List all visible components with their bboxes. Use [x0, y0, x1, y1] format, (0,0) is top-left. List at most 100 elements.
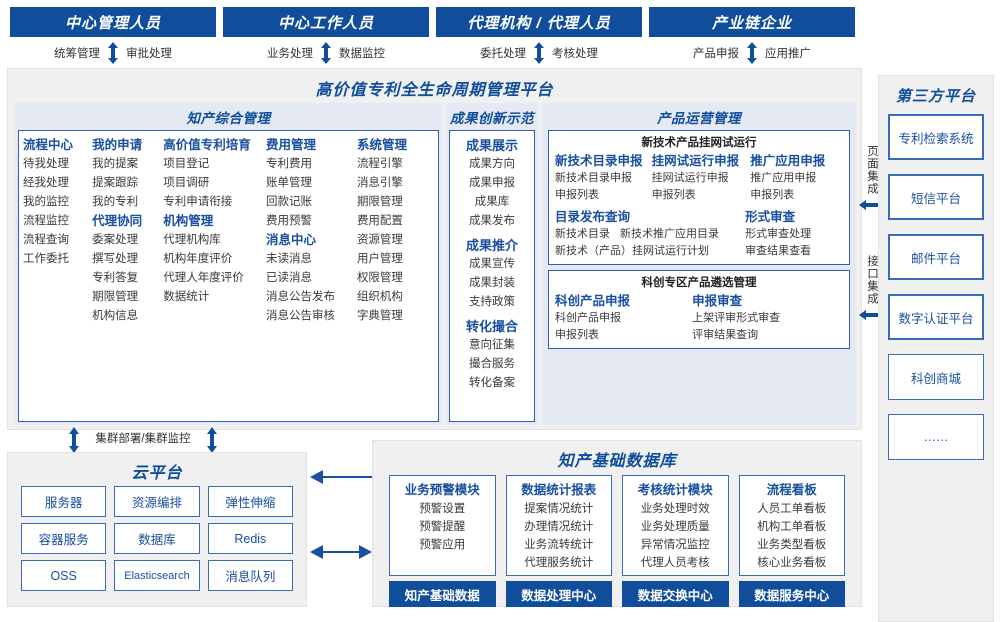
menu-item[interactable]: 回款记账: [266, 196, 313, 208]
card-item[interactable]: 业务处理时效: [640, 503, 710, 515]
cloud-cell-message-queue[interactable]: 消息队列: [207, 560, 293, 591]
card-item[interactable]: 代理人员考核: [640, 557, 710, 569]
menu-item[interactable]: 专利申请衔接: [163, 196, 233, 208]
menu-item[interactable]: 评审结果查询: [692, 329, 759, 341]
cloud-cell-container-service[interactable]: 容器服务: [21, 523, 107, 554]
menu-item[interactable]: 推广应用申报: [750, 172, 817, 184]
menu-item[interactable]: 代理机构库: [163, 234, 221, 246]
menu-item[interactable]: 组织机构: [356, 291, 403, 303]
menu-item[interactable]: 申报列表: [555, 189, 599, 201]
menu-item[interactable]: 转化备案: [469, 377, 515, 389]
db-footer-data-processing-center[interactable]: 数据处理中心: [505, 581, 612, 607]
menu-item[interactable]: 意向征集: [469, 339, 515, 351]
menu-item[interactable]: 消息公告发布: [266, 291, 336, 303]
menu-item[interactable]: 消息公告审核: [266, 310, 336, 322]
card-item[interactable]: 业务流转统计: [524, 539, 594, 551]
menu-item[interactable]: 资源管理: [356, 234, 403, 246]
menu-item[interactable]: 委案处理: [92, 234, 139, 246]
card-item[interactable]: 办理情况统计: [524, 521, 594, 533]
actor-center-admin[interactable]: 中心管理人员: [10, 7, 216, 37]
third-party-item-more[interactable]: ……: [888, 414, 984, 460]
cloud-cell-oss[interactable]: OSS: [21, 560, 107, 591]
actor-enterprise[interactable]: 产业链企业: [649, 7, 855, 37]
cloud-cell-orchestration[interactable]: 资源编排: [114, 486, 200, 517]
menu-item[interactable]: 新技术（产品）挂网试运行计划: [555, 245, 709, 257]
card-item[interactable]: 业务类型看板: [757, 539, 827, 551]
menu-item[interactable]: 撰写处理: [92, 253, 139, 265]
menu-item[interactable]: 期限管理: [92, 291, 139, 303]
menu-item[interactable]: 工作委托: [23, 253, 69, 265]
menu-item[interactable]: 费用预警: [266, 215, 313, 227]
menu-item[interactable]: 审查结果查看: [745, 245, 812, 257]
menu-item[interactable]: 项目调研: [163, 177, 210, 189]
menu-item[interactable]: 成果发布: [469, 215, 515, 227]
card-item[interactable]: 代理服务统计: [524, 557, 594, 569]
card-item[interactable]: 机构工单看板: [757, 521, 827, 533]
cloud-cell-elastic-scaling[interactable]: 弹性伸缩: [207, 486, 293, 517]
menu-item[interactable]: 消息引擎: [356, 177, 403, 189]
db-footer-ip-base-data[interactable]: 知产基础数据: [389, 581, 496, 607]
menu-item[interactable]: 专利答复: [92, 272, 139, 284]
card-item[interactable]: 人员工单看板: [757, 503, 827, 515]
card-item[interactable]: 预警设置: [419, 503, 466, 515]
card-item[interactable]: 核心业务看板: [757, 557, 827, 569]
menu-item[interactable]: 成果库: [474, 196, 510, 208]
menu-item[interactable]: 科创产品申报: [555, 312, 621, 324]
actor-agency[interactable]: 代理机构 / 代理人员: [436, 7, 642, 37]
cloud-cell-elasticsearch[interactable]: Elasticsearch: [114, 560, 200, 591]
cloud-cell-database[interactable]: 数据库: [114, 523, 200, 554]
menu-item[interactable]: 账单管理: [266, 177, 313, 189]
menu-item[interactable]: 代理人年度评价: [163, 272, 244, 284]
card-item[interactable]: 业务处理质量: [640, 521, 710, 533]
menu-item[interactable]: 我的提案: [92, 158, 139, 170]
menu-item[interactable]: 成果方向: [469, 158, 515, 170]
menu-item[interactable]: 我的监控: [23, 196, 69, 208]
menu-item[interactable]: 我的专利: [92, 196, 139, 208]
menu-item[interactable]: 待我处理: [23, 158, 69, 170]
menu-item[interactable]: 用户管理: [356, 253, 403, 265]
third-party-item-email[interactable]: 邮件平台: [888, 234, 984, 280]
db-footer-data-exchange-center[interactable]: 数据交换中心: [622, 581, 729, 607]
menu-item[interactable]: 权限管理: [356, 272, 403, 284]
card-item[interactable]: 预警应用: [419, 539, 466, 551]
menu-item[interactable]: 已读消息: [266, 272, 313, 284]
cloud-cell-redis[interactable]: Redis: [207, 523, 293, 554]
menu-item[interactable]: 新技术推广应用目录: [620, 228, 719, 240]
menu-item[interactable]: 申报列表: [651, 189, 696, 201]
menu-item[interactable]: 成果申报: [469, 177, 515, 189]
menu-item[interactable]: 项目登记: [163, 158, 210, 170]
menu-item[interactable]: 字典管理: [356, 310, 403, 322]
menu-item[interactable]: 机构年度评价: [163, 253, 233, 265]
menu-item[interactable]: 专利费用: [266, 158, 313, 170]
actor-center-staff[interactable]: 中心工作人员: [223, 7, 429, 37]
cloud-cell-server[interactable]: 服务器: [21, 486, 107, 517]
db-footer-data-service-center[interactable]: 数据服务中心: [738, 581, 845, 607]
card-item[interactable]: 提案情况统计: [524, 503, 594, 515]
menu-item[interactable]: 成果宣传: [469, 258, 515, 270]
menu-item[interactable]: 成果封装: [469, 277, 515, 289]
menu-item[interactable]: 提案跟踪: [92, 177, 139, 189]
menu-item[interactable]: 机构信息: [92, 310, 139, 322]
menu-item[interactable]: 期限管理: [356, 196, 403, 208]
third-party-item-sci-mall[interactable]: 科创商城: [888, 354, 984, 400]
menu-item[interactable]: 未读消息: [266, 253, 313, 265]
menu-item[interactable]: 新技术目录申报: [555, 172, 632, 184]
menu-item[interactable]: 形式审查处理: [745, 228, 812, 240]
menu-item[interactable]: 流程监控: [23, 215, 69, 227]
menu-item[interactable]: 申报列表: [555, 329, 599, 341]
menu-item[interactable]: 新技术目录: [555, 228, 610, 240]
menu-item[interactable]: 费用配置: [356, 215, 403, 227]
menu-item[interactable]: 流程查询: [23, 234, 69, 246]
menu-item[interactable]: 上架评审形式审查: [692, 312, 781, 324]
card-item[interactable]: 预警提醒: [419, 521, 466, 533]
third-party-item-patent-search[interactable]: 专利检索系统: [888, 114, 984, 160]
menu-item[interactable]: 挂网试运行申报: [651, 172, 729, 184]
third-party-item-sms[interactable]: 短信平台: [888, 174, 984, 220]
menu-item[interactable]: 流程引擎: [356, 158, 403, 170]
menu-item[interactable]: 经我处理: [23, 177, 69, 189]
third-party-item-digital-cert[interactable]: 数字认证平台: [888, 294, 984, 340]
menu-item[interactable]: 撮合服务: [469, 358, 515, 370]
card-item[interactable]: 异常情况监控: [640, 539, 710, 551]
menu-item[interactable]: 支持政策: [469, 296, 515, 308]
menu-item[interactable]: 申报列表: [750, 189, 795, 201]
